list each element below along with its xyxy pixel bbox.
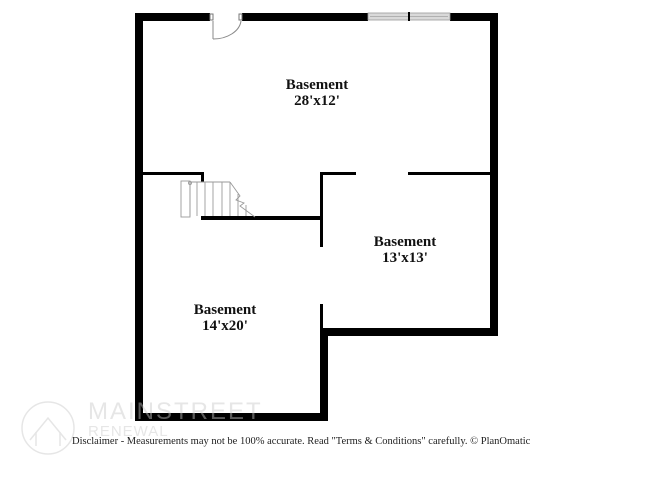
room-dimensions: 14'x20': [202, 318, 248, 334]
disclaimer-text: Disclaimer - Measurements may not be 100…: [72, 436, 531, 447]
room-name: Basement: [285, 77, 349, 93]
window-icon: [367, 12, 451, 21]
room-dimensions: 13'x13': [382, 250, 428, 266]
watermark-text: MAINSTREET: [88, 398, 263, 425]
room-label-basement-top: Basement 28'x12': [262, 77, 372, 109]
room-name: Basement: [193, 302, 257, 318]
walls: [135, 13, 498, 421]
door-icon: [209, 13, 243, 40]
stairs-icon: [180, 180, 256, 218]
watermark-subtext: RENEWAL: [88, 423, 169, 440]
room-name: Basement: [373, 234, 437, 250]
room-dimensions: 28'x12': [294, 93, 340, 109]
room-label-basement-left: Basement 14'x20': [170, 302, 280, 334]
watermark-logo-icon: [21, 401, 75, 455]
room-label-basement-right: Basement 13'x13': [350, 234, 460, 266]
